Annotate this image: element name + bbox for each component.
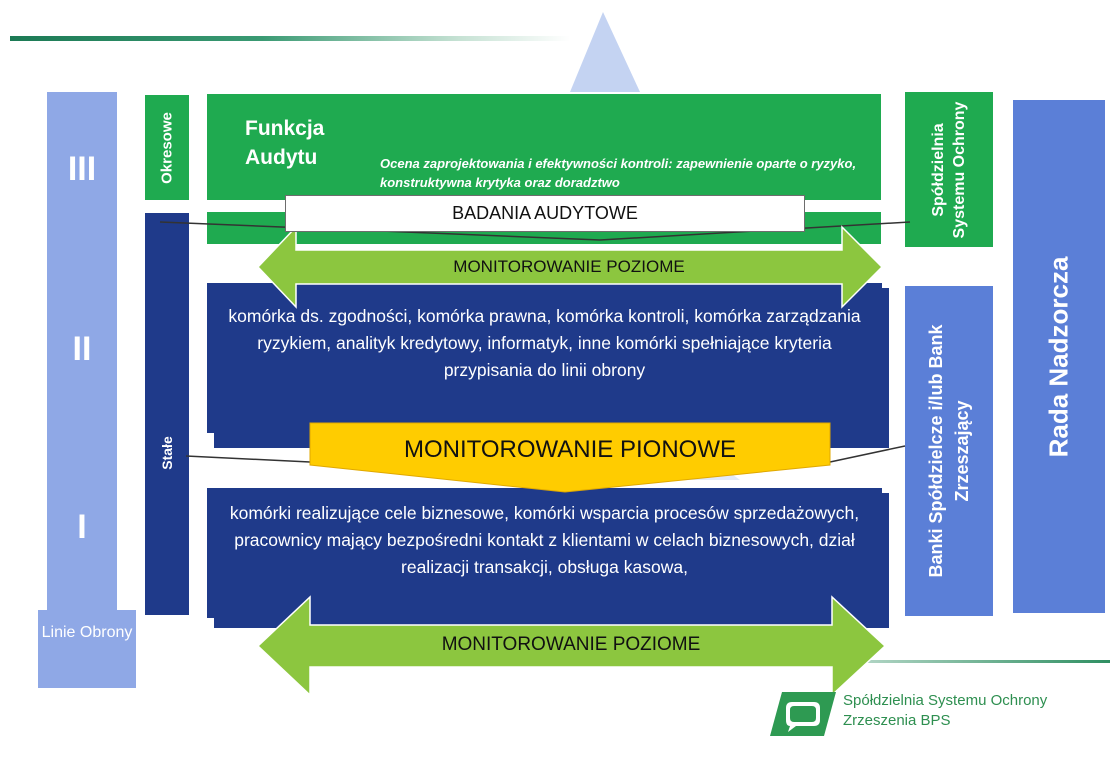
horizontal-monitoring-arrow-bottom [256,595,887,697]
supervisory-board-box: Rada Nadzorcza [1013,100,1105,613]
horizontal-monitoring-arrow-top [256,225,884,309]
line-one-label: I [77,508,87,546]
logo-line-2: Zrzeszenia BPS [843,712,951,729]
line-two-box: komórka ds. zgodności, komórka prawna, k… [207,283,882,433]
logo-text: Spółdzielnia Systemu Ochrony Zrzeszenia … [843,691,1047,731]
connector-line [185,455,311,463]
line-one-box: komórki realizujące cele biznesowe, komó… [207,488,882,618]
logo-line-1: Spółdzielnia Systemu Ochrony [843,692,1048,709]
audit-function-box [207,94,881,200]
line-two-label: II [72,330,92,368]
line-three-label: III [67,150,97,188]
line-one-text: komórki realizujące cele biznesowe, komó… [229,503,860,577]
bottom-decorative-line [790,660,1110,663]
lines-of-defence-column [47,92,117,612]
audit-title: Funkcja Audytu [245,117,325,169]
line-two-text: komórka ds. zgodności, komórka prawna, k… [228,306,861,380]
audit-description: Ocena zaprojektowania i efektywności kon… [380,156,857,190]
top-decorative-line [10,36,570,41]
audit-examinations-box: BADANIA AUDYTOWE [285,195,805,232]
permanent-column: Stałe [145,213,189,615]
horizontal-monitoring-bottom-label: MONITOROWANIE POZIOME [441,634,701,655]
periodic-column: Okresowe [145,95,189,200]
horizontal-monitoring-top-label: MONITOROWANIE POZIOME [453,257,685,276]
banks-box: Banki Spółdzielcze i/lub Bank Zrzeszając… [905,286,993,616]
logo-icon [770,692,836,736]
lines-of-defence-label: Linie Obrony [38,610,136,688]
ssso-box: Spółdzielnia Systemu Ochrony [905,92,993,247]
vertical-monitoring-arrow [309,422,831,493]
vertical-monitoring-label: MONITOROWANIE PIONOWE [403,436,736,463]
connector-line [829,445,906,463]
